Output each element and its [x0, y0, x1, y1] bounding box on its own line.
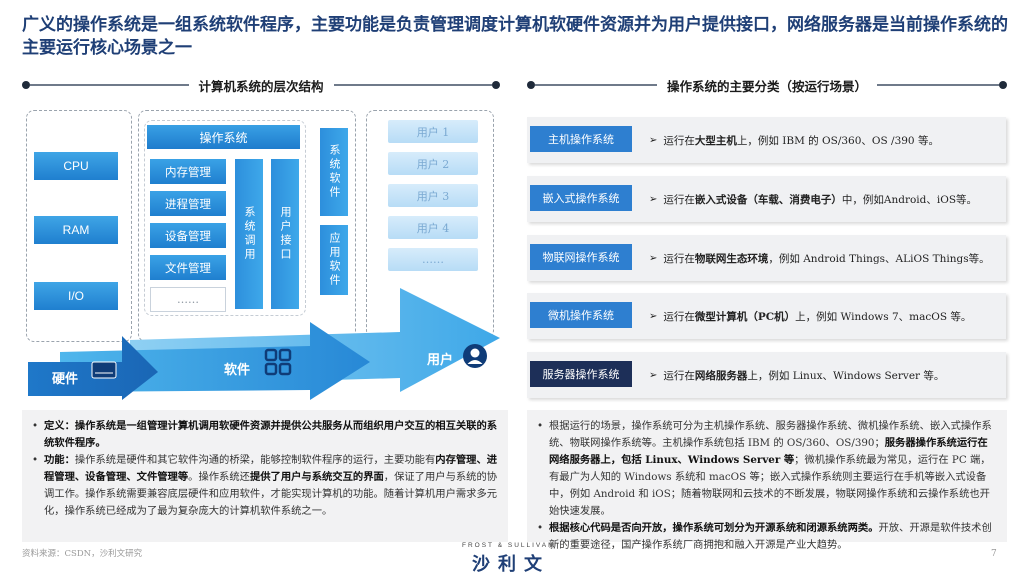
opensource-bullet: 根据核心代码是否向开放，操作系统可划分为开源系统和闭源系统两类。开放、开源是软件… [535, 520, 997, 554]
hardware-ram: RAM [34, 216, 118, 244]
user-more: …… [388, 248, 478, 271]
page-number: 7 [991, 549, 997, 559]
category-tag: 主机操作系统 [530, 126, 632, 152]
bullet-dot-icon [999, 81, 1008, 89]
category-tag: 微机操作系统 [530, 302, 632, 328]
source-note: 资料来源：CSDN，沙利文研究 [22, 549, 143, 559]
divider [30, 84, 189, 86]
category-row: 物联网操作系统 ➢运行在物联网生态环境，例如 Android Things、AL… [527, 235, 1006, 281]
user-arrow-label: 用户 [427, 353, 454, 368]
category-desc: ➢运行在大型主机上，例如 IBM 的 OS/360、OS /390 等。 [649, 134, 939, 147]
user-4: 用户 4 [388, 216, 478, 239]
app-software-box: 应用软件 [320, 225, 348, 295]
category-tag: 服务器操作系统 [530, 361, 632, 387]
user-avatar-icon [463, 344, 487, 368]
brand-logo-cn: 沙利文 [472, 554, 550, 575]
app-grid-icon [264, 348, 292, 376]
category-desc: ➢运行在网络服务器上，例如 Linux、Windows Server 等。 [649, 369, 945, 382]
hard-drive-icon [91, 361, 117, 379]
user-interface-box: 用户接口 [271, 159, 299, 309]
category-row: 主机操作系统 ➢运行在大型主机上，例如 IBM 的 OS/360、OS /390… [527, 117, 1006, 163]
software-arrow-label: 软件 [224, 363, 251, 378]
category-desc: ➢运行在物联网生态环境，例如 Android Things、ALiOS Thin… [649, 252, 990, 265]
classification-textbox: 根据运行的场景，操作系统可分为主机操作系统、服务器操作系统、微机操作系统、嵌入式… [527, 410, 1007, 551]
bullet-dot-icon [492, 81, 501, 89]
bullet-dot-icon [527, 81, 535, 89]
arrow-bullet-icon: ➢ [649, 310, 658, 322]
module-process: 进程管理 [150, 191, 226, 216]
category-row: 嵌入式操作系统 ➢运行在嵌入式设备（车载、消费电子）中，例如Android、iO… [527, 176, 1006, 222]
user-2: 用户 2 [388, 152, 478, 175]
hardware-cpu: CPU [34, 152, 118, 180]
left-section-title: 计算机系统的层次结构 [198, 78, 324, 94]
category-row: 服务器操作系统 ➢运行在网络服务器上，例如 Linux、Windows Serv… [527, 352, 1006, 398]
scenario-bullet: 根据运行的场景，操作系统可分为主机操作系统、服务器操作系统、微机操作系统、嵌入式… [535, 418, 997, 520]
arrow-bullet-icon: ➢ [649, 252, 658, 264]
arrow-bullet-icon: ➢ [649, 193, 658, 205]
module-memory: 内存管理 [150, 159, 226, 184]
user-3: 用户 3 [388, 184, 478, 207]
divider [877, 84, 1000, 86]
hardware-group-frame [26, 110, 132, 342]
module-file: 文件管理 [150, 255, 226, 280]
layer-arrows [28, 288, 500, 400]
module-device: 设备管理 [150, 223, 226, 248]
arrow-bullet-icon: ➢ [649, 134, 658, 146]
os-title-box: 操作系统 [147, 125, 300, 149]
left-section-heading: 计算机系统的层次结构 [22, 75, 501, 95]
hardware-io: I/O [34, 282, 118, 310]
category-tag: 物联网操作系统 [530, 244, 632, 270]
bullet-dot-icon [22, 81, 30, 89]
category-desc: ➢运行在嵌入式设备（车载、消费电子）中，例如Android、iOS等。 [649, 193, 978, 206]
page-title: 广义的操作系统是一组系统软件程序，主要功能是负责管理调度计算机软硬件资源并为用户… [22, 15, 1008, 58]
right-section-heading: 操作系统的主要分类（按运行场景） [527, 75, 1008, 95]
category-desc: ➢运行在微型计算机（PC机）上，例如 Windows 7、macOS 等。 [649, 310, 972, 323]
definition-textbox: 定义：操作系统是一组管理计算机调用软硬件资源并提供公共服务从而组织用户交互的相互… [22, 410, 508, 542]
divider [333, 84, 493, 86]
definition-bullet: 定义：操作系统是一组管理计算机调用软硬件资源并提供公共服务从而组织用户交互的相互… [30, 418, 498, 452]
right-section-title: 操作系统的主要分类（按运行场景） [667, 78, 868, 94]
function-bullet: 功能：操作系统是硬件和其它软件沟通的桥梁，能够控制软件程序的运行，主要功能有内存… [30, 452, 498, 520]
system-software-box: 系统软件 [320, 128, 348, 216]
arrow-bullet-icon: ➢ [649, 369, 658, 381]
brand-logo-en: FROST & SULLIVAN [462, 542, 555, 549]
divider [535, 84, 657, 86]
user-1: 用户 1 [388, 120, 478, 143]
syscall-box: 系统调用 [235, 159, 263, 309]
category-row: 微机操作系统 ➢运行在微型计算机（PC机）上，例如 Windows 7、macO… [527, 293, 1006, 339]
module-more: …… [150, 287, 226, 312]
os-frame [144, 120, 306, 316]
category-tag: 嵌入式操作系统 [530, 185, 632, 211]
hardware-arrow-label: 硬件 [52, 372, 79, 387]
